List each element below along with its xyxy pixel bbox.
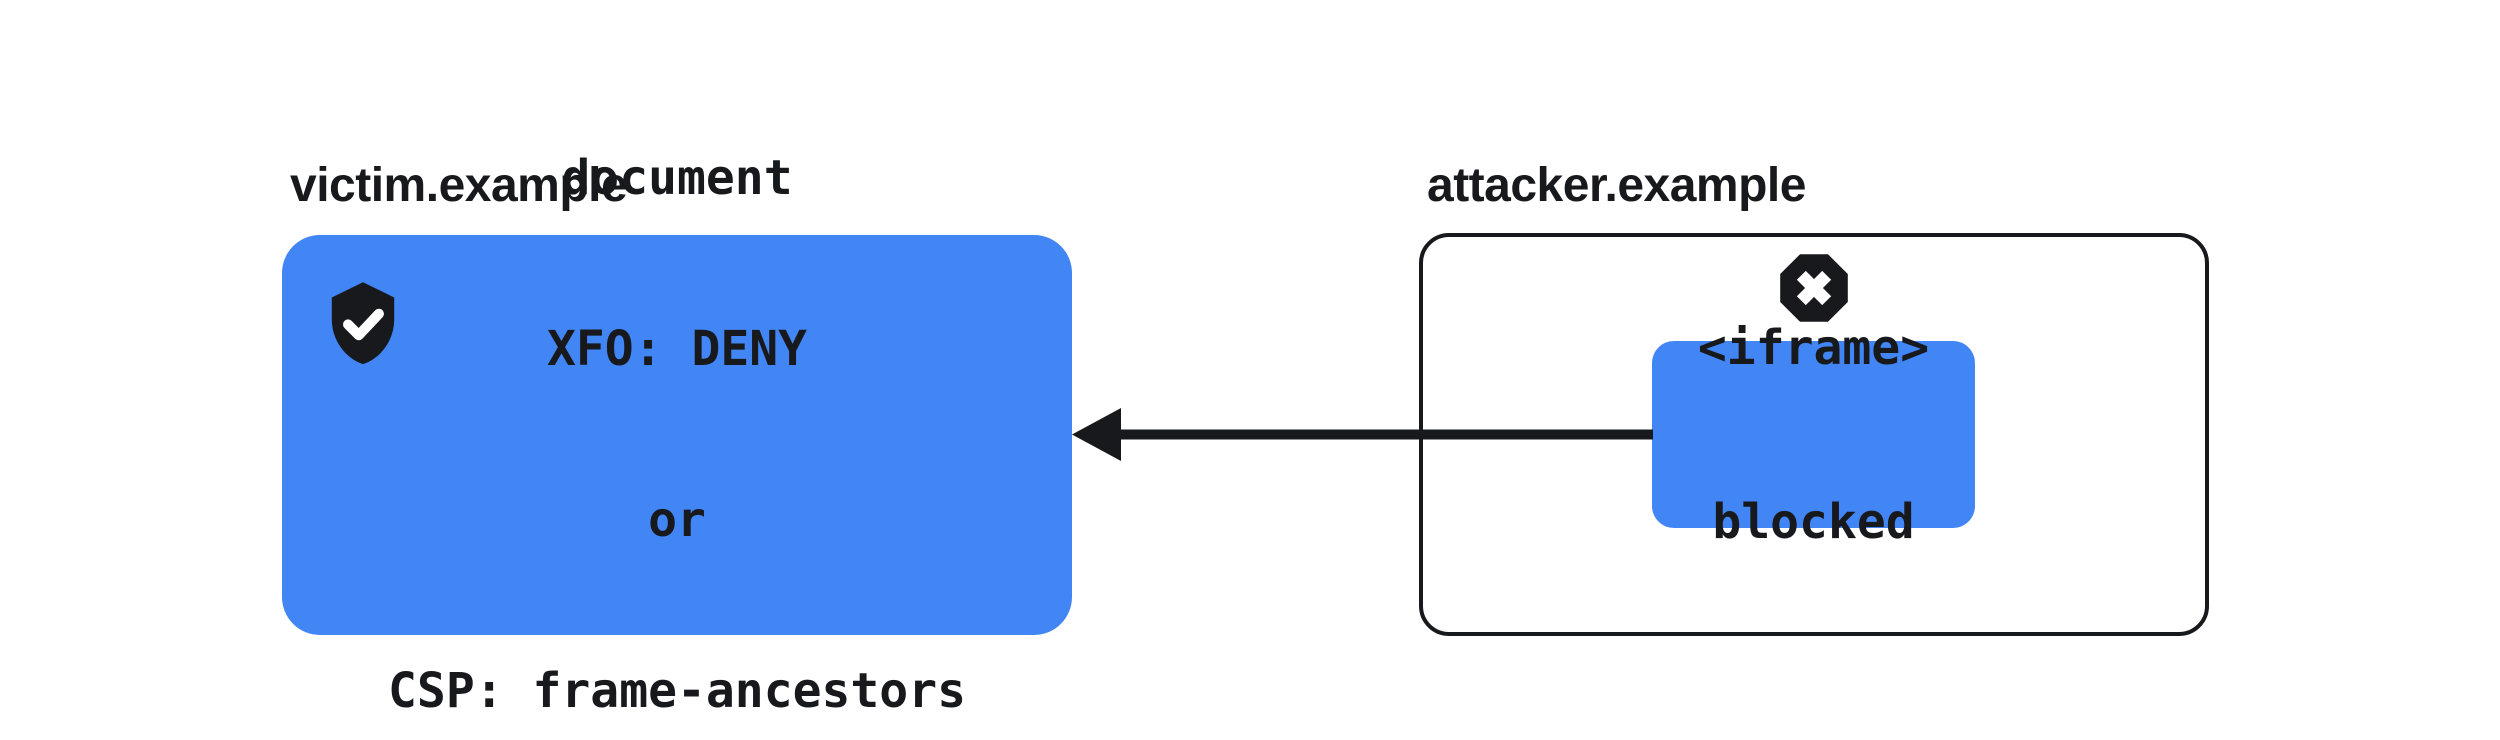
iframe-label-line: blocked bbox=[1712, 493, 1915, 550]
policy-line: XFO: DENY bbox=[546, 321, 808, 377]
attacker-domain-label: attacker.example bbox=[1427, 159, 1806, 212]
victim-domain-label: victim.example bbox=[290, 159, 628, 212]
policy-line: or bbox=[648, 492, 706, 548]
shield-check-icon bbox=[331, 282, 395, 365]
policy-line: document bbox=[561, 150, 793, 206]
victim-document-box: document XFO: DENY or CSP: frame-ancesto… bbox=[282, 150, 1072, 719]
iframe-box: <iframe> blocked bbox=[1652, 320, 1975, 550]
policy-line: CSP: frame-ancestors bbox=[388, 663, 966, 719]
octagon-x-icon bbox=[1780, 254, 1848, 322]
arrow-head bbox=[1072, 408, 1121, 461]
victim-policy-text: document XFO: DENY or CSP: frame-ancesto… bbox=[388, 36, 966, 740]
iframe-label-line: <iframe> bbox=[1697, 319, 1930, 376]
iframe-label: <iframe> blocked bbox=[1698, 203, 1929, 667]
